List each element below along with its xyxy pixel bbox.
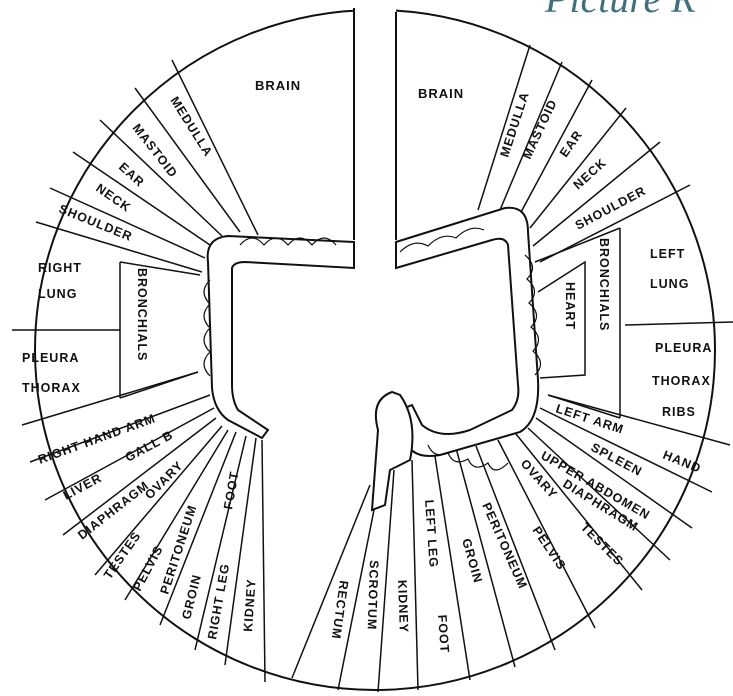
top-gap [354, 8, 396, 240]
label-right-heart: HEART [563, 282, 577, 330]
label-left-thorax: THORAX [22, 381, 81, 395]
label-left-bronchials: BRONCHIALS [135, 268, 149, 361]
label-right-left-lung-2: LUNG [650, 277, 689, 291]
label-right-thorax: THORAX [652, 374, 711, 388]
label-left-pleura: PLEURA [22, 351, 79, 365]
label-right-scrotum: SCROTUM [365, 560, 381, 631]
label-right-brain: BRAIN [418, 86, 464, 101]
label-right-bronchials: BRONCHIALS [597, 238, 611, 331]
label-right-left-lung-1: LEFT [650, 247, 685, 261]
label-right-foot: FOOT [435, 614, 452, 654]
label-left-brain: BRAIN [255, 78, 301, 93]
label-right-kidney: KIDNEY [395, 580, 411, 634]
label-right-pleura: PLEURA [655, 341, 712, 355]
title-fragment: Picture R [544, 0, 696, 21]
label-left-right-lung-1: RIGHT [38, 261, 82, 275]
label-left-right-lung-2: LUNG [38, 287, 77, 301]
label-right-ribs: RIBS [662, 405, 696, 419]
